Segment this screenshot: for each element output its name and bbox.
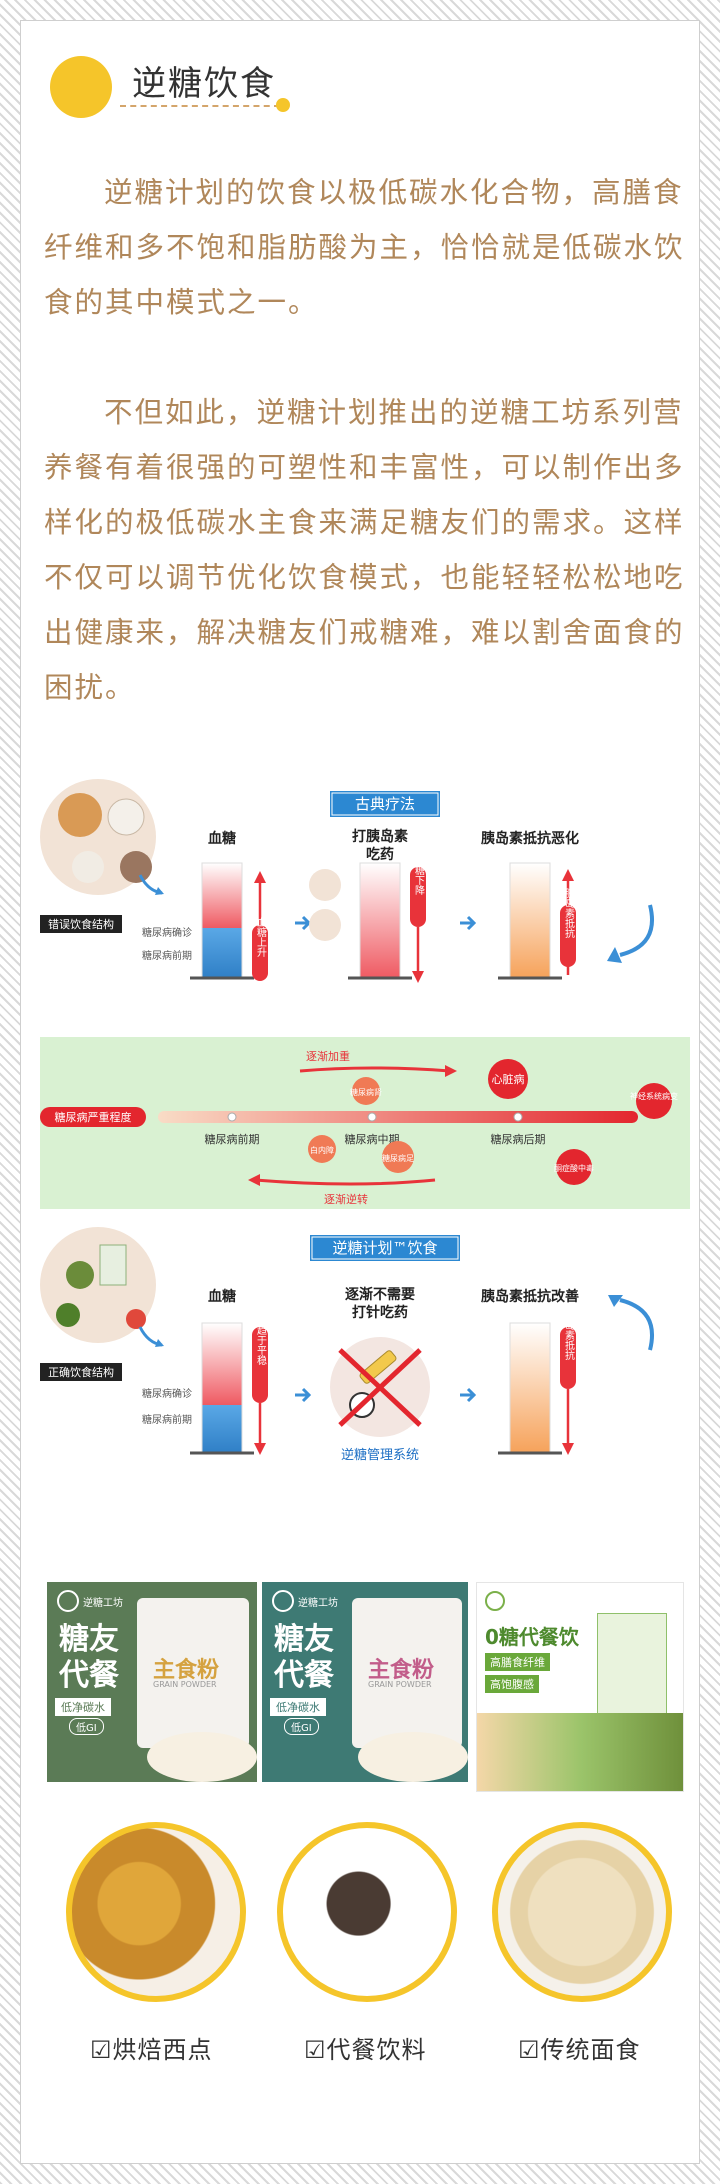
wrong-diet-food-icon (40, 779, 156, 895)
right-diet-label: 正确饮食结构 (48, 1365, 114, 1379)
svg-text:血糖趋于平稳: 血糖趋于平稳 (255, 1304, 267, 1366)
brand-logo-icon (485, 1591, 505, 1611)
reverse-diet-title: 逆糖计划™饮食 (332, 1239, 437, 1257)
reverse-label: 逐渐逆转 (324, 1192, 368, 1206)
pastry-plate-image (147, 1732, 257, 1782)
buns-image (492, 1822, 672, 2002)
meal-drink-image (277, 1822, 457, 2002)
management-system-label: 逆糖管理系统 (341, 1447, 419, 1463)
diet-comparison-diagram: 错误饮食结构 古典疗法 血糖 打胰岛素 吃药 胰岛素抵抗恶化 糖尿病确诊 糖尿病… (40, 775, 690, 1495)
svg-text:糖尿病确诊: 糖尿病确诊 (142, 926, 192, 939)
svg-text:糖尿病中期: 糖尿病中期 (345, 1132, 400, 1146)
product-card-1[interactable]: 逆糖工坊 糖友代餐 低净碳水 低GI 主食粉 GRAIN POWDER (47, 1582, 257, 1792)
svg-text:血糖上升: 血糖上升 (255, 916, 267, 958)
svg-text:糖尿病前期: 糖尿病前期 (142, 949, 192, 962)
paragraph-1: 逆糖计划的饮食以极低碳水化合物，高膳食纤维和多不饱和脂肪酸为主，恰恰就是低碳水饮… (44, 176, 685, 319)
svg-text:心脏病: 心脏病 (492, 1072, 525, 1086)
pastry-plate-image (358, 1732, 468, 1782)
category-noodles[interactable]: ☑传统面食 (518, 2036, 641, 2064)
svg-text:糖尿病后期: 糖尿病后期 (491, 1132, 546, 1146)
svg-text:糖尿病前期: 糖尿病前期 (142, 1413, 192, 1426)
top-col3-label: 胰岛素抵抗恶化 (481, 830, 579, 847)
title-underline-dot (276, 98, 290, 112)
paragraph-2: 不但如此，逆糖计划推出的逆糖工坊系列营养餐有着很强的可塑性和丰富性，可以制作出多… (44, 396, 685, 704)
svg-text:糖尿病足: 糖尿病足 (382, 1153, 414, 1163)
category-drinks[interactable]: ☑代餐饮料 (304, 2036, 427, 2064)
no-medication-icon (330, 1337, 430, 1437)
svg-text:胰岛素抵抗: 胰岛素抵抗 (563, 887, 575, 939)
svg-text:血糖下降: 血糖下降 (413, 854, 425, 896)
product-pack: 主食粉 GRAIN POWDER (137, 1598, 249, 1748)
baked-goods-image (66, 1822, 246, 2002)
top-col1-label: 血糖 (208, 830, 236, 847)
svg-text:酮症酸中毒: 酮症酸中毒 (554, 1163, 594, 1173)
svg-text:打针吃药: 打针吃药 (352, 1304, 408, 1321)
svg-text:吃药: 吃药 (366, 846, 394, 863)
classic-therapy-title: 古典疗法 (355, 795, 415, 813)
svg-text:打胰岛素: 打胰岛素 (352, 828, 408, 845)
svg-text:糖尿病确诊: 糖尿病确诊 (142, 1387, 192, 1400)
wrong-diet-label: 错误饮食结构 (48, 917, 114, 931)
increase-label: 逐渐加重 (306, 1049, 350, 1063)
brand-logo-icon (272, 1590, 294, 1612)
title-underline (120, 105, 280, 107)
right-diet-food-icon (40, 1227, 156, 1343)
product-card-3[interactable]: 0糖代餐饮 高膳食纤维 高饱腹感 (476, 1582, 684, 1792)
category-baked[interactable]: ☑烘焙西点 (90, 2036, 213, 2064)
severity-label: 糖尿病严重程度 (55, 1110, 132, 1124)
title-dot-icon (50, 56, 112, 118)
section-title: 逆糖饮食 (132, 64, 276, 104)
drink-box-image (597, 1613, 667, 1723)
brand-logo-icon (57, 1590, 79, 1612)
svg-text:白内障: 白内障 (310, 1145, 334, 1155)
svg-text:糖尿病前期: 糖尿病前期 (205, 1132, 260, 1146)
svg-text:逐渐不需要: 逐渐不需要 (345, 1286, 415, 1303)
svg-text:胰岛素抵抗改善: 胰岛素抵抗改善 (481, 1288, 579, 1305)
food-spread-image (477, 1713, 683, 1791)
svg-text:胰岛素抵抗: 胰岛素抵抗 (563, 1309, 575, 1361)
product-pack: 主食粉 GRAIN POWDER (352, 1598, 462, 1748)
svg-text:神经系统病变: 神经系统病变 (630, 1091, 678, 1101)
svg-text:糖尿病肾: 糖尿病肾 (350, 1087, 382, 1097)
product-card-2[interactable]: 逆糖工坊 糖友代餐 低净碳水 低GI 主食粉 GRAIN POWDER (262, 1582, 468, 1792)
svg-text:血糖: 血糖 (208, 1288, 236, 1305)
